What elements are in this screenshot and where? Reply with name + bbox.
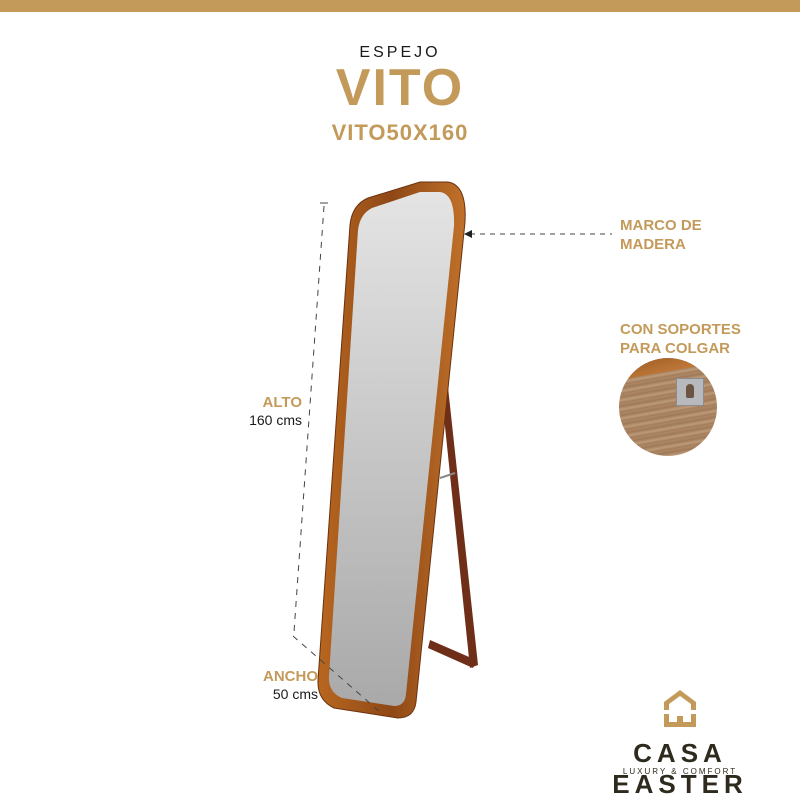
feature-wood-frame: MARCO DE MADERA xyxy=(620,217,702,253)
product-category: ESPEJO xyxy=(359,44,441,61)
width-dimension-line xyxy=(292,635,381,713)
brand-logo xyxy=(560,686,800,733)
product-code: VITO50X160 xyxy=(331,120,469,145)
feature-hanging-brackets: CON SOPORTES PARA COLGAR xyxy=(620,321,741,357)
height-dimension: ALTO 160 cms xyxy=(230,394,302,428)
stand-leg xyxy=(440,378,478,668)
top-accent-bar xyxy=(0,0,800,12)
bracket-icon xyxy=(676,378,704,406)
height-value: 160 cms xyxy=(249,412,302,428)
height-label: ALTO xyxy=(262,394,302,411)
width-label: ANCHO xyxy=(263,668,318,685)
house-icon xyxy=(664,690,696,727)
product-title: VITO xyxy=(335,59,465,117)
width-value: 50 cms xyxy=(272,686,318,702)
brand-tagline: LUXURY & COMFORT xyxy=(622,767,738,776)
bracket-detail-photo xyxy=(619,358,717,456)
brand-name: CASA EASTER xyxy=(612,738,748,799)
width-dimension: ANCHO 50 cms xyxy=(240,668,318,702)
